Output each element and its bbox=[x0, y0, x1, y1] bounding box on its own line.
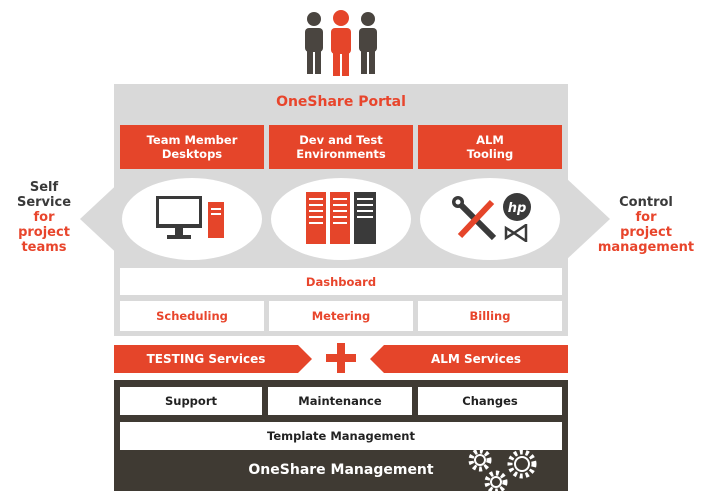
maintenance-box: Maintenance bbox=[268, 387, 412, 415]
template-management-box: Template Management bbox=[120, 422, 562, 450]
hp-logo-icon: hp bbox=[503, 193, 531, 221]
billing-box: Billing bbox=[418, 301, 562, 331]
column-header-environments: Dev and Test Environments bbox=[269, 125, 413, 169]
changes-box: Changes bbox=[418, 387, 562, 415]
testing-services-arrow bbox=[114, 345, 312, 373]
desktop-computer-icon bbox=[156, 196, 224, 239]
metering-box: Metering bbox=[269, 301, 413, 331]
portal-title: OneShare Portal bbox=[276, 94, 406, 110]
column-header-desktops: Team Member Desktops bbox=[120, 125, 264, 169]
gears-icon bbox=[468, 448, 537, 491]
visual-studio-logo-icon bbox=[504, 224, 528, 242]
support-box: Support bbox=[120, 387, 262, 415]
testing-services-label: TESTING Services bbox=[146, 352, 266, 366]
management-title: OneShare Management bbox=[248, 462, 434, 478]
tools-oval bbox=[420, 178, 560, 260]
plus-icon bbox=[326, 343, 356, 373]
control-label: Control for project management bbox=[597, 195, 695, 255]
self-service-label: Self Service for project teams bbox=[16, 180, 72, 255]
column-header-alm-tooling: ALM Tooling bbox=[418, 125, 562, 169]
svg-text:hp: hp bbox=[508, 201, 527, 216]
dashboard-bar: Dashboard bbox=[120, 268, 562, 295]
left-arrow-shape bbox=[80, 178, 124, 260]
alm-services-arrow bbox=[370, 345, 568, 373]
scheduling-box: Scheduling bbox=[120, 301, 264, 331]
server-rack-icon bbox=[306, 192, 376, 244]
right-arrow-shape bbox=[566, 178, 610, 260]
people-group-icon bbox=[305, 10, 377, 76]
alm-services-label: ALM Services bbox=[430, 352, 522, 366]
tools-icon bbox=[452, 196, 497, 241]
